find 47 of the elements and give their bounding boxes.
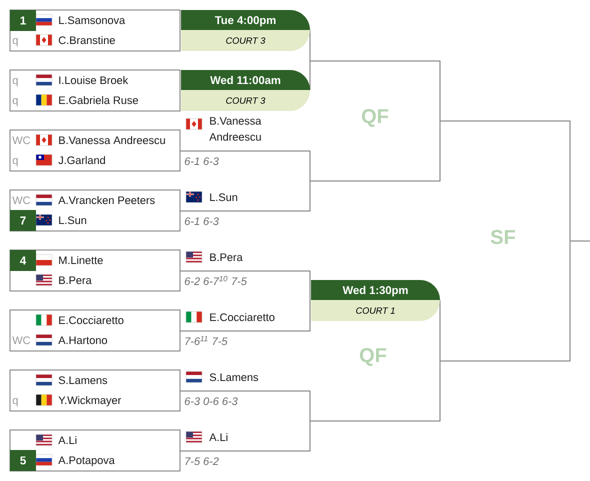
seed-badge: 7 <box>10 210 36 231</box>
node-label: Tue 4:00pm <box>214 16 276 26</box>
round-label: QF <box>360 348 386 366</box>
player-name: B.Vanessa Andreescu <box>209 117 262 141</box>
player-name: B.Pera <box>59 276 92 284</box>
node-label: Wed 11:00am <box>210 76 280 84</box>
seed-badge: 4 <box>10 250 36 271</box>
round-label: QF <box>362 109 388 127</box>
score-text: 7-6$^{11}$ 7-5 <box>185 336 228 346</box>
player-name: L.Sun <box>210 193 238 202</box>
player-name: Y.Wickmayer <box>58 396 122 406</box>
status-tag: q <box>12 398 18 406</box>
status-tag: q <box>12 98 18 106</box>
status-tag: WC <box>12 336 30 344</box>
player-name: A.Hartono <box>58 336 108 344</box>
player-name: E.Gabriela Ruse <box>59 96 138 104</box>
player-name: B.Pera <box>210 253 243 262</box>
player-name: I.Louise Broek <box>59 76 128 84</box>
seed-badge: 1 <box>10 10 36 31</box>
schedule-box: Tue 4:00pm COURT 3 <box>181 10 310 51</box>
player-name: M.Linette <box>59 256 103 264</box>
seed-badge: 5 <box>10 450 36 471</box>
score-text: 7-5 6-2 <box>185 457 219 466</box>
player-name: E.Cocciaretto <box>210 313 274 322</box>
player-name: S.Lamens <box>58 376 108 384</box>
player-name: A.Vrancken Peeters <box>58 196 155 204</box>
player-name: A.Li <box>58 436 76 444</box>
score-text: 6-2 6-7$^{10}$ 7-5 <box>184 276 247 286</box>
schedule-box: Wed 1:30pm COURT 1 <box>311 280 440 321</box>
status-tag: q <box>12 78 18 86</box>
player-name: B.Vanessa Andreescu <box>59 136 165 144</box>
status-tag: WC <box>12 196 30 204</box>
player-name: L.Samsonova <box>59 16 126 24</box>
schedule-box: Wed 11:00am COURT 3 <box>181 70 310 111</box>
player-name: A.Potapova <box>58 456 115 466</box>
player-name: J.Garland <box>58 156 105 164</box>
status-tag: WC <box>12 136 30 144</box>
score-text: 6-1 6-3 <box>184 217 219 226</box>
node-label: Wed 1:30pm <box>342 286 408 296</box>
player-name: A.Li <box>209 433 228 441</box>
status-tag: q <box>12 38 18 46</box>
player-name: S.Lamens <box>210 373 258 382</box>
player-name: E.Cocciaretto <box>59 316 124 324</box>
player-name: L.Sun <box>59 216 86 224</box>
round-label: SF <box>490 230 516 244</box>
status-tag: q <box>12 158 18 166</box>
player-name: C.Branstine <box>58 36 115 44</box>
